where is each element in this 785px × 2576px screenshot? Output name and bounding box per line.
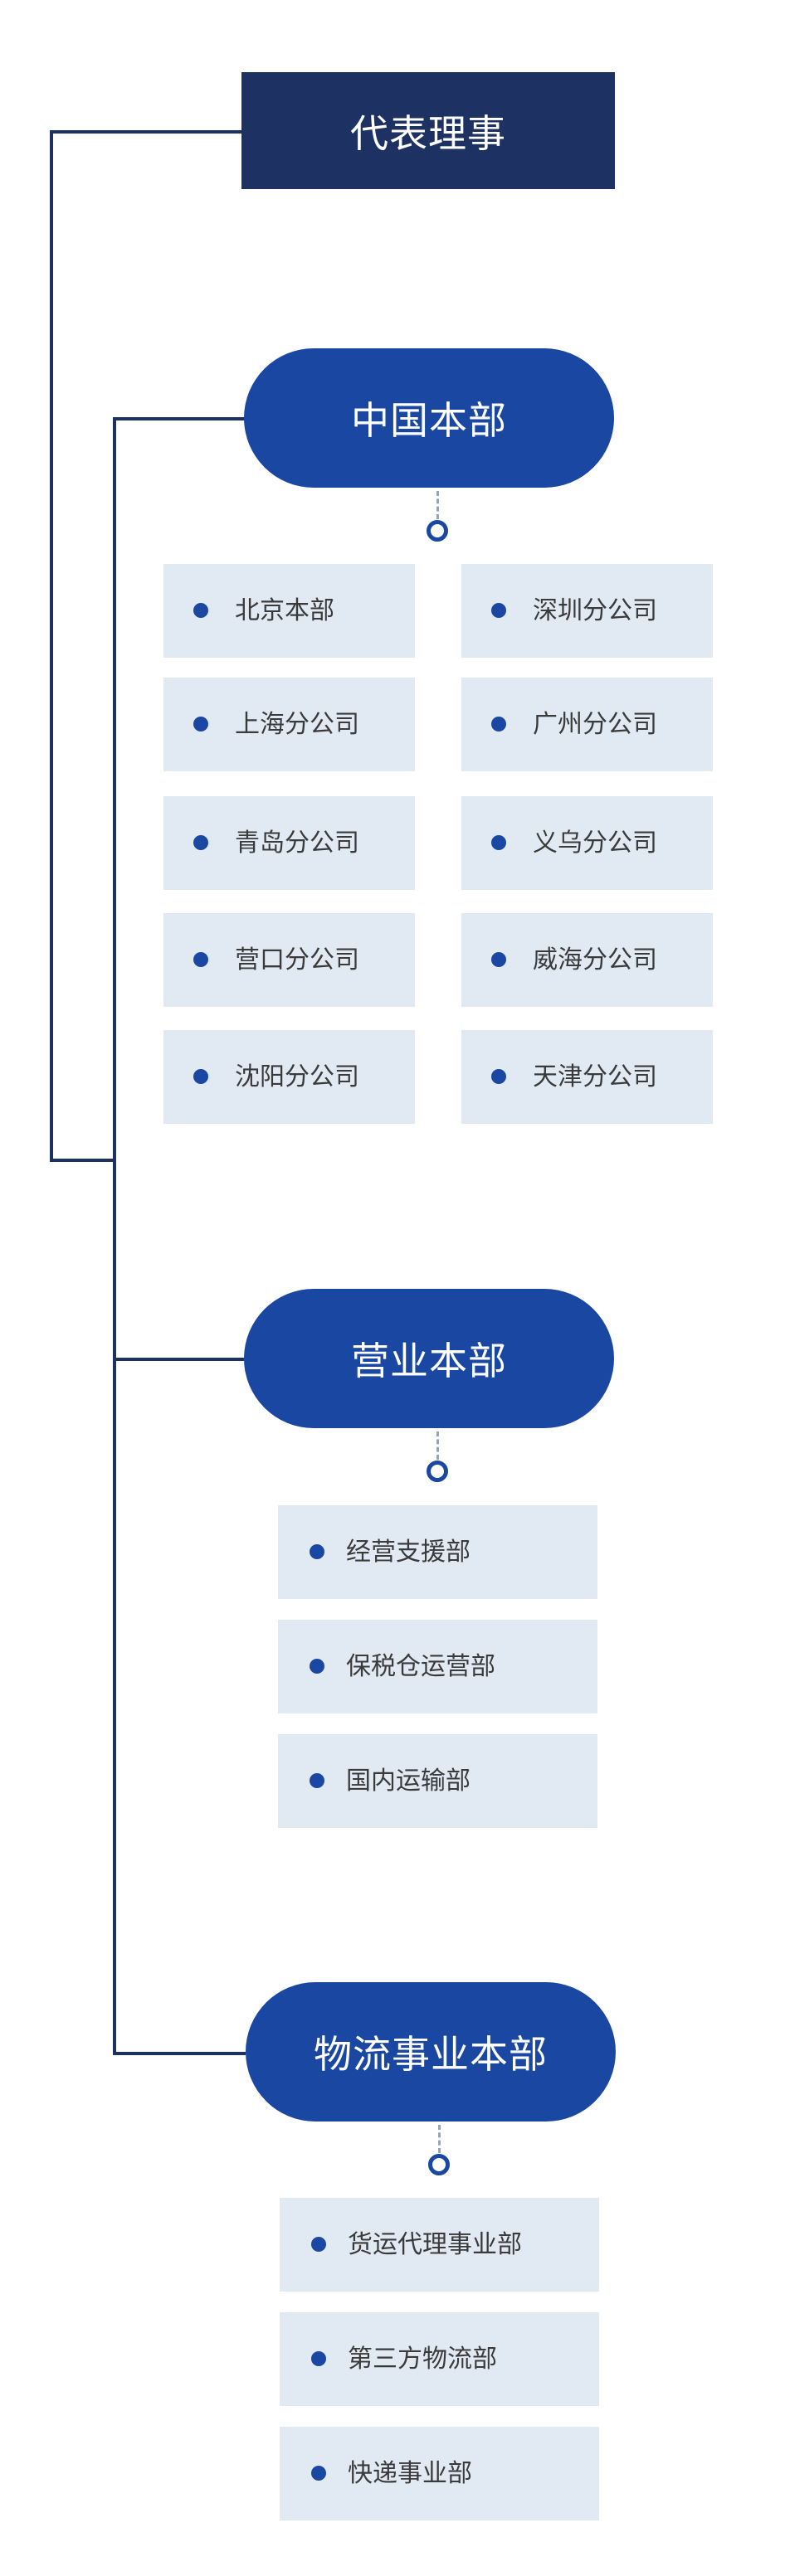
bullet-icon (491, 952, 506, 967)
list-item-shanghai: 上海分公司 (163, 678, 415, 771)
dashed-connector (436, 491, 439, 519)
bullet-icon (491, 835, 506, 850)
bullet-icon (193, 952, 208, 967)
list-item-shenzhen: 深圳分公司 (461, 564, 713, 658)
list-item-label: 国内运输部 (346, 1767, 471, 1796)
bullet-icon (193, 603, 208, 618)
connector-branch-logistics (113, 2052, 246, 2055)
ring-node-icon (427, 520, 448, 542)
connector-root-vertical (50, 130, 53, 1161)
list-item-beijing: 北京本部 (163, 564, 415, 658)
list-item-express: 快递事业部 (280, 2427, 599, 2520)
list-item-label: 深圳分公司 (533, 596, 657, 625)
bullet-icon (491, 603, 506, 618)
list-item-label: 天津分公司 (533, 1062, 657, 1091)
connector-branch-sales (113, 1358, 244, 1361)
list-item-guangzhou: 广州分公司 (461, 678, 713, 771)
department-logistics-hq: 物流事业本部 (246, 1982, 616, 2122)
department-sales-hq: 营业本部 (244, 1289, 614, 1428)
root-node-representative-director: 代表理事 (241, 72, 615, 189)
bullet-icon (193, 1069, 208, 1084)
list-item-label: 义乌分公司 (533, 829, 657, 858)
bullet-icon (311, 2237, 326, 2252)
bullet-icon (310, 1544, 324, 1559)
list-item-label: 上海分公司 (235, 710, 359, 739)
list-item-bonded-warehouse: 保税仓运营部 (278, 1620, 597, 1713)
root-node-label: 代表理事 (350, 110, 506, 156)
department-label: 物流事业本部 (314, 2032, 548, 2077)
department-label: 中国本部 (351, 398, 507, 443)
connector-root-bottom (50, 1159, 116, 1162)
list-item-business-support: 经营支援部 (278, 1505, 597, 1599)
list-item-label: 青岛分公司 (235, 829, 359, 858)
bullet-icon (193, 835, 208, 850)
list-item-qingdao: 青岛分公司 (163, 796, 415, 890)
connector-root-horizontal (50, 130, 241, 134)
list-item-yingkou: 营口分公司 (163, 913, 415, 1007)
bullet-icon (491, 717, 506, 731)
list-item-label: 保税仓运营部 (346, 1652, 495, 1681)
connector-branch-china (113, 417, 244, 420)
list-item-weihai: 威海分公司 (461, 913, 713, 1007)
list-item-shenyang: 沈阳分公司 (163, 1030, 415, 1124)
list-item-label: 经营支援部 (346, 1538, 471, 1567)
department-china-hq: 中国本部 (244, 348, 614, 488)
list-item-label: 营口分公司 (235, 945, 359, 975)
ring-node-icon (428, 2154, 450, 2175)
bullet-icon (491, 1069, 506, 1084)
list-item-label: 北京本部 (235, 596, 334, 625)
dashed-connector (436, 1431, 439, 1460)
bullet-icon (310, 1773, 324, 1788)
list-item-domestic-transport: 国内运输部 (278, 1734, 597, 1828)
list-item-freight-forwarding: 货运代理事业部 (280, 2198, 599, 2292)
list-item-label: 第三方物流部 (348, 2345, 497, 2374)
list-item-tianjin: 天津分公司 (461, 1030, 713, 1124)
list-item-yiwu: 义乌分公司 (461, 796, 713, 890)
list-item-label: 货运代理事业部 (348, 2230, 522, 2259)
department-label: 营业本部 (351, 1339, 507, 1383)
bullet-icon (311, 2466, 326, 2481)
list-item-label: 广州分公司 (533, 710, 657, 739)
bullet-icon (310, 1659, 324, 1674)
dashed-connector (438, 2125, 441, 2153)
connector-main-vertical (113, 417, 116, 2055)
list-item-label: 威海分公司 (533, 945, 657, 975)
bullet-icon (193, 717, 208, 731)
list-item-label: 快递事业部 (348, 2459, 472, 2488)
bullet-icon (311, 2351, 326, 2366)
ring-node-icon (427, 1461, 448, 1482)
list-item-third-party-logistics: 第三方物流部 (280, 2312, 599, 2406)
list-item-label: 沈阳分公司 (235, 1062, 359, 1091)
